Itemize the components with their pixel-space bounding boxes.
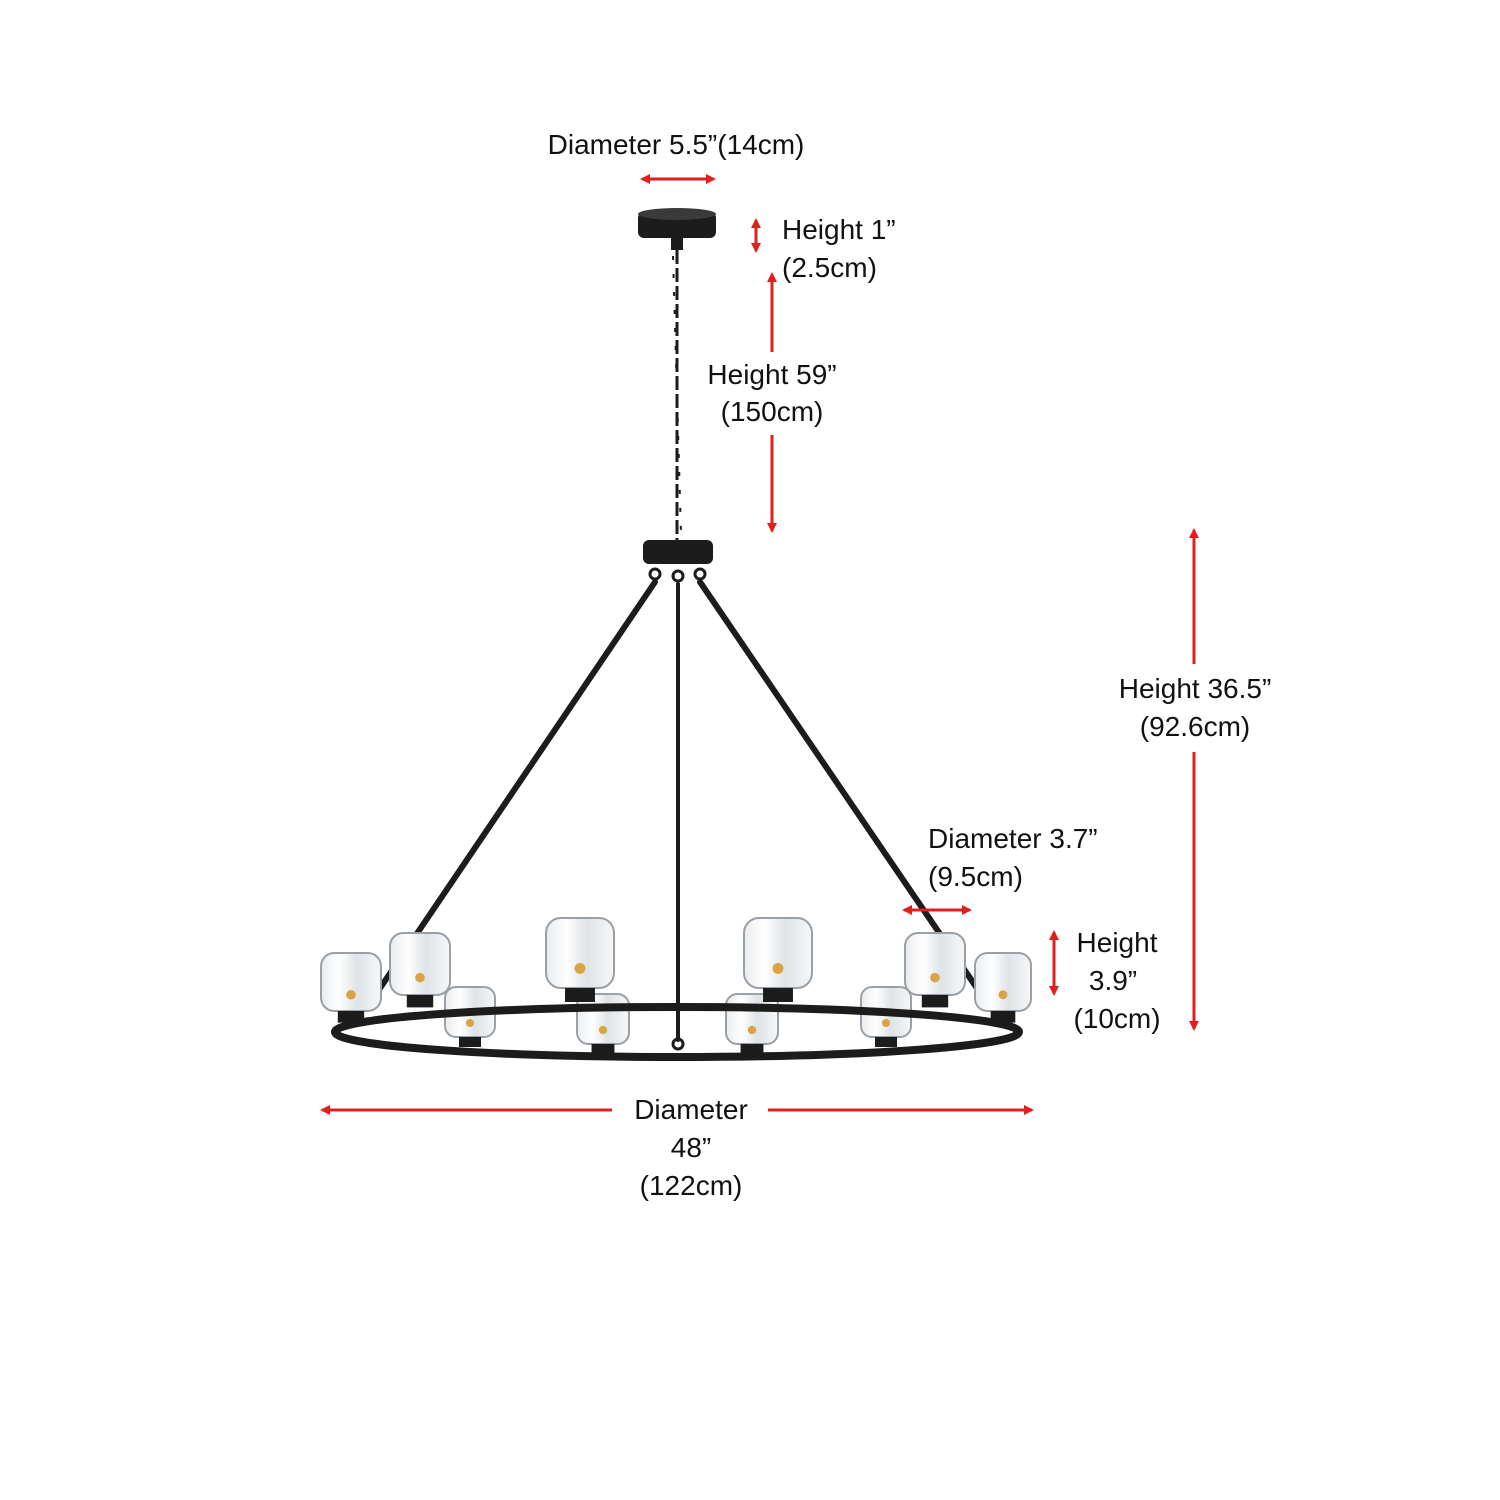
ring-diameter-metric-label: (122cm) — [639, 1170, 743, 1201]
hub — [643, 540, 713, 583]
canopy-height-metric-label: (2.5cm) — [782, 252, 877, 283]
chain — [672, 250, 682, 540]
glass-shade — [576, 993, 630, 1054]
canopy — [638, 208, 716, 250]
shades-front — [320, 917, 1032, 1023]
glass-shade — [389, 932, 451, 1008]
glass-shade — [904, 932, 966, 1008]
glass-shade — [743, 917, 813, 1002]
canopy-diameter-label: Diameter 5.5”(14cm) — [547, 129, 805, 160]
glass-shade — [545, 917, 615, 1002]
shade-height-value-label: 3.9” — [1088, 965, 1138, 996]
chain-height-metric-label: (150cm) — [720, 396, 824, 427]
support-rods — [369, 579, 988, 1051]
ring-diameter-label: Diameter — [634, 1094, 748, 1125]
glass-shade — [974, 952, 1032, 1023]
body-height-label: Height 36.5” — [1118, 673, 1272, 704]
ring-diameter-value-label: 48” — [670, 1132, 712, 1163]
glass-shade — [725, 993, 779, 1054]
ring — [331, 1003, 1023, 1061]
shade-diameter-label: Diameter 3.7” — [928, 823, 1098, 854]
canopy-height-label: Height 1” — [782, 214, 896, 245]
shade-height-label: Height — [1076, 927, 1158, 958]
shade-height-metric-label: (10cm) — [1073, 1003, 1161, 1034]
glass-shade — [320, 952, 382, 1023]
chain-height-label: Height 59” — [707, 359, 837, 390]
body-height-metric-label: (92.6cm) — [1139, 711, 1251, 742]
shade-diameter-metric-label: (9.5cm) — [928, 861, 1023, 892]
dimension-arrows — [320, 174, 1199, 1115]
